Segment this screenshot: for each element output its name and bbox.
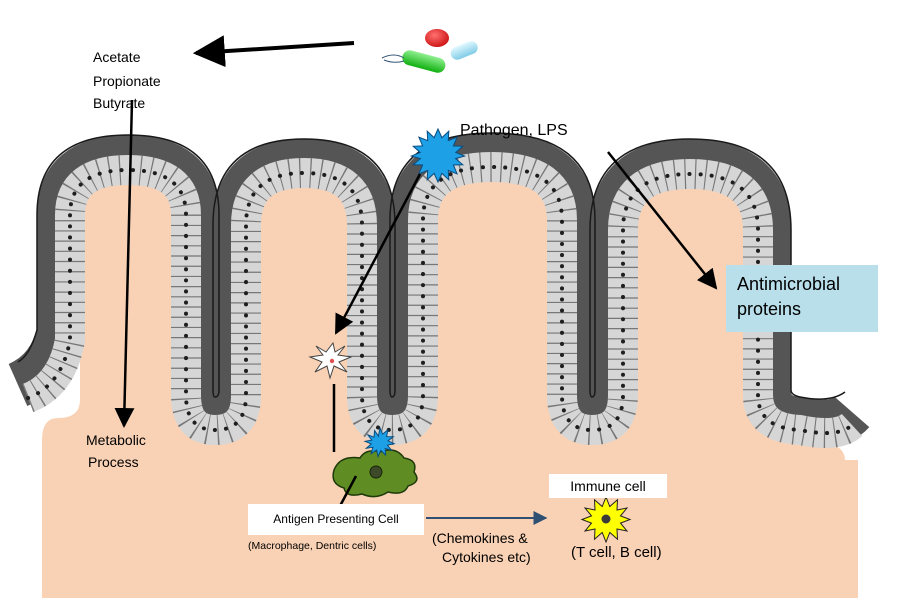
green-bacterium xyxy=(402,50,446,73)
label-chemokines: (Chemokines & xyxy=(432,530,528,546)
label-acetate: Acetate xyxy=(93,49,141,65)
dendritic-cell-icon xyxy=(308,341,353,380)
macrophage-icon xyxy=(332,449,418,498)
label-antimicrobial: Antimicrobial xyxy=(737,274,841,294)
epithelium-nuclei xyxy=(26,164,854,436)
label-apc-types: (Macrophage, Dentric cells) xyxy=(248,540,377,552)
arrow-scfa-to-metabolic xyxy=(114,99,135,428)
cyan-bacterium xyxy=(450,41,478,60)
label-cytokines: Cytokines etc) xyxy=(442,549,531,565)
label-antigen-presenting-cell: Antigen Presenting Cell xyxy=(248,504,424,535)
label-butyrate: Butyrate xyxy=(93,95,146,111)
label-metabolic: Metabolic xyxy=(86,432,146,448)
label-process: Process xyxy=(88,454,139,470)
arrow-bacteria-to-scfa xyxy=(192,35,355,68)
label-propionate: Propionate xyxy=(93,73,161,89)
label-pathogen-lps: Pathogen, LPS xyxy=(460,122,568,139)
label-t-cell-b-cell: (T cell, B cell) xyxy=(571,544,662,561)
arrow-lps-to-antimicrobial xyxy=(607,151,718,290)
line-macrophage-to-apc-label xyxy=(338,475,358,507)
antimicrobial-proteins-box: Antimicrobial proteins xyxy=(726,265,878,332)
label-proteins: proteins xyxy=(737,299,802,319)
label-immune-cell: Immune cell xyxy=(549,474,667,498)
epithelium-outline xyxy=(17,132,846,400)
red-bacterium xyxy=(425,29,449,47)
pathogen-icon xyxy=(409,127,467,184)
arrow-pathogen-to-dendritic-cell xyxy=(334,173,422,335)
immune-cell-icon xyxy=(580,495,632,544)
bacterium-flagella xyxy=(381,54,405,63)
engulfed-pathogen-icon xyxy=(363,426,396,459)
gut-bacteria xyxy=(381,29,478,73)
